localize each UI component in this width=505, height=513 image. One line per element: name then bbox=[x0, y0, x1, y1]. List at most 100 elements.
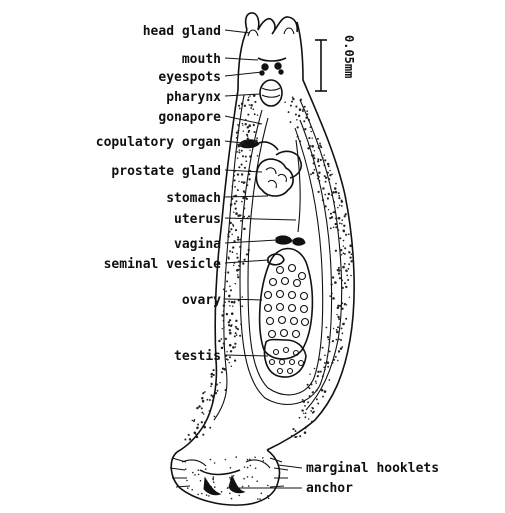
stipple-dot bbox=[239, 239, 241, 241]
stipple-dot bbox=[231, 498, 233, 500]
stipple-dot bbox=[349, 244, 352, 247]
stipple-dot bbox=[198, 474, 200, 476]
stipple-dot bbox=[320, 371, 322, 373]
stipple-dot bbox=[262, 457, 264, 459]
stipple-dot bbox=[344, 253, 346, 255]
stipple-dot bbox=[333, 359, 335, 361]
stipple-dot bbox=[223, 288, 225, 290]
stipple-dot bbox=[310, 126, 312, 128]
stipple-dot bbox=[351, 253, 353, 255]
stipple-dot bbox=[228, 258, 230, 260]
stipple-dot bbox=[224, 368, 227, 371]
stipple-dot bbox=[228, 300, 230, 302]
stipple-dot bbox=[337, 360, 339, 362]
stipple-dot bbox=[322, 375, 324, 377]
stipple-dot bbox=[230, 467, 232, 469]
stipple-dot bbox=[226, 313, 228, 315]
stipple-dot bbox=[314, 150, 315, 151]
stipple-dot bbox=[247, 467, 249, 469]
stipple-dot bbox=[259, 498, 261, 500]
stipple-dot bbox=[209, 399, 211, 401]
stipple-dot bbox=[313, 157, 315, 159]
stipple-dot bbox=[341, 327, 343, 329]
stipple-dot bbox=[198, 405, 201, 408]
stipple-dot bbox=[235, 456, 237, 458]
stipple-dot bbox=[240, 215, 242, 217]
stipple-dot bbox=[284, 101, 286, 103]
stipple-dot bbox=[337, 305, 339, 307]
stipple-dot bbox=[342, 287, 344, 289]
stipple-dot bbox=[330, 227, 332, 229]
stipple-dot bbox=[241, 173, 243, 175]
stipple-dot bbox=[186, 480, 188, 482]
stipple-dot bbox=[341, 254, 343, 256]
stipple-dot bbox=[344, 247, 346, 249]
stipple-dot bbox=[336, 339, 338, 341]
stipple-dot bbox=[226, 280, 228, 282]
stipple-dot bbox=[198, 432, 199, 433]
label-uterus: uterus bbox=[174, 212, 221, 227]
stipple-dot bbox=[336, 329, 338, 331]
stipple-dot bbox=[344, 282, 346, 284]
stipple-dot bbox=[224, 389, 226, 391]
stipple-dot bbox=[297, 126, 299, 128]
stipple-dot bbox=[311, 145, 314, 148]
stipple-dot bbox=[324, 369, 326, 371]
stipple-dot bbox=[225, 272, 227, 274]
stipple-dot bbox=[334, 281, 337, 284]
stipple-dot bbox=[331, 194, 333, 196]
stipple-dot bbox=[329, 170, 330, 171]
stipple-dot bbox=[318, 147, 320, 149]
stipple-dot bbox=[310, 131, 311, 132]
stipple-dot bbox=[318, 180, 320, 182]
stipple-dot bbox=[344, 263, 346, 265]
stipple-dot bbox=[323, 154, 325, 156]
stipple-dot bbox=[213, 369, 215, 371]
stipple-dot bbox=[336, 331, 339, 334]
stipple-dot bbox=[319, 144, 321, 146]
stipple-dot bbox=[206, 399, 208, 401]
stipple-dot bbox=[235, 320, 237, 322]
stipple-dot bbox=[215, 392, 218, 395]
stipple-dot bbox=[324, 205, 326, 207]
stipple-dot bbox=[341, 279, 343, 281]
stipple-dot bbox=[223, 304, 226, 307]
stipple-dot bbox=[243, 207, 245, 209]
stipple-dot bbox=[230, 350, 232, 352]
stipple-dot bbox=[239, 246, 241, 248]
stipple-dot bbox=[235, 346, 237, 348]
stipple-dot bbox=[306, 110, 308, 112]
stipple-dot bbox=[245, 156, 247, 158]
stipple-dot bbox=[332, 297, 335, 300]
stipple-dot bbox=[253, 131, 255, 133]
stipple-dot bbox=[305, 117, 307, 119]
pharynx-shape bbox=[260, 80, 282, 106]
stipple-dot bbox=[238, 105, 240, 107]
stipple-dot bbox=[298, 115, 300, 117]
stipple-dot bbox=[290, 121, 292, 123]
stipple-dot bbox=[214, 486, 216, 488]
stipple-dot bbox=[333, 211, 335, 213]
stipple-dot bbox=[233, 212, 234, 213]
stipple-dot bbox=[238, 495, 240, 497]
stipple-dot bbox=[317, 138, 319, 140]
stipple-dot bbox=[345, 269, 348, 272]
stipple-dot bbox=[328, 339, 330, 341]
stipple-dot bbox=[308, 418, 310, 420]
stipple-dot bbox=[345, 213, 347, 215]
stipple-dot bbox=[249, 150, 250, 151]
stipple-dot bbox=[338, 351, 340, 353]
stipple-dot bbox=[313, 411, 315, 413]
stipple-dot bbox=[237, 276, 239, 278]
stipple-dot bbox=[342, 252, 344, 254]
stipple-dot bbox=[238, 181, 239, 182]
stipple-dot bbox=[211, 376, 213, 378]
stipple-dot bbox=[247, 138, 249, 140]
stipple-dot bbox=[304, 405, 306, 407]
stipple-dot bbox=[229, 477, 231, 479]
stipple-dot bbox=[250, 104, 253, 107]
stipple-dot bbox=[237, 144, 239, 146]
stipple-dot bbox=[229, 362, 230, 363]
stipple-dot bbox=[192, 472, 194, 474]
stipple-dot bbox=[331, 174, 333, 176]
